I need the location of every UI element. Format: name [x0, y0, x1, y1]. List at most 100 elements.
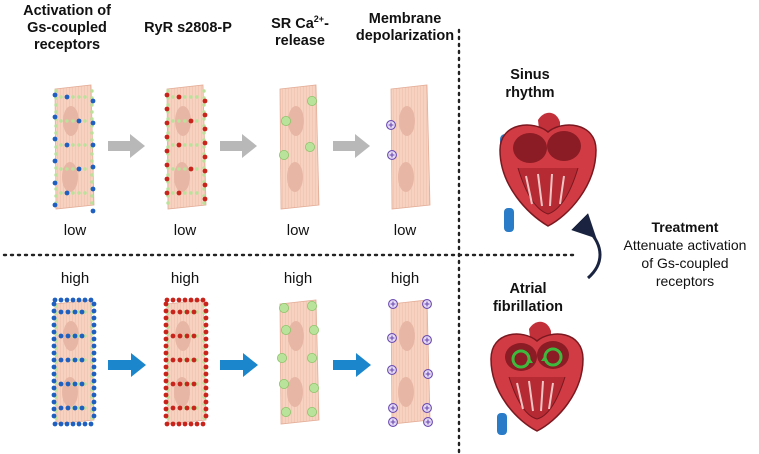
receptor-dot: [58, 381, 64, 387]
receptor-dot: [64, 142, 70, 148]
ryr-dot: [177, 381, 183, 387]
receptor-dot: [72, 405, 78, 411]
bead: [77, 143, 81, 147]
receptor-dot: [91, 315, 97, 321]
receptor-dot: [91, 406, 97, 412]
ryr-dot: [176, 94, 182, 100]
ryr-dot: [203, 371, 209, 377]
bead: [71, 143, 75, 147]
receptor-dot: [51, 301, 57, 307]
nucleus: [398, 377, 414, 407]
heart-sinus: [499, 112, 597, 232]
bead: [90, 117, 94, 121]
sinus-rhythm-label: Sinus rhythm: [505, 67, 555, 101]
ryr-dot: [202, 182, 208, 188]
sr-calcium-prefix: SR Ca: [271, 15, 314, 32]
plus-sign: [390, 301, 396, 307]
nucleus: [287, 377, 303, 407]
receptor-dot: [51, 336, 57, 342]
bead: [90, 194, 94, 198]
bead: [71, 95, 75, 99]
bead: [202, 159, 206, 163]
receptor-dot: [88, 297, 94, 303]
bead: [71, 119, 75, 123]
receptor-dot: [51, 343, 57, 349]
receptor-dot: [91, 322, 97, 328]
receptor-dot: [76, 421, 82, 427]
receptor-dot: [65, 309, 71, 315]
receptor-dot: [51, 350, 57, 356]
blue-arrows: [108, 353, 371, 377]
ryr-dot: [170, 297, 176, 303]
receptor-dot: [52, 114, 58, 120]
receptor-dot: [76, 118, 82, 124]
ryr-dot: [203, 322, 209, 328]
receptor-dot: [72, 381, 78, 387]
receptor-dot: [91, 364, 97, 370]
bead: [54, 166, 58, 170]
bead: [183, 119, 187, 123]
sr-calcium-superscript: 2+: [313, 14, 325, 24]
receptor-dot: [91, 336, 97, 342]
receptor-dot: [90, 142, 96, 148]
ryr-dot: [203, 392, 209, 398]
column-header-sr-calcium-release: SR Ca2+- release: [255, 11, 345, 50]
heart-atrial-fibrillation: [490, 321, 584, 435]
receptor-dot: [65, 333, 71, 339]
ryr-dot: [163, 406, 169, 412]
ryr-dot: [163, 357, 169, 363]
receptor-dot: [79, 381, 85, 387]
calcium-spark: [278, 149, 289, 160]
ryr-dot: [177, 333, 183, 339]
receptor-dot: [58, 333, 64, 339]
bead: [90, 131, 94, 135]
bead: [59, 95, 63, 99]
receptor-dot: [51, 357, 57, 363]
level-label-top-2: low: [173, 222, 197, 239]
bead: [59, 119, 63, 123]
ryr-dot: [202, 98, 208, 104]
ryr-dot: [203, 308, 209, 314]
bead: [202, 131, 206, 135]
bead: [77, 191, 81, 195]
blue-arrow-3: [333, 353, 371, 377]
ryr-dot: [163, 322, 169, 328]
receptor-dot: [51, 399, 57, 405]
bead: [54, 194, 58, 198]
nucleus: [175, 321, 191, 351]
cell-bottom-2: [163, 297, 209, 427]
bead: [90, 180, 94, 184]
bead: [202, 187, 206, 191]
bead: [171, 143, 175, 147]
bead: [183, 167, 187, 171]
bead: [202, 173, 206, 177]
nucleus: [287, 162, 303, 192]
ryr-dot: [184, 309, 190, 315]
receptor-dot: [82, 297, 88, 303]
ryr-dot: [202, 196, 208, 202]
plus-sign: [388, 122, 394, 128]
receptor-dot: [79, 357, 85, 363]
bead: [189, 143, 193, 147]
receptor-dot: [91, 413, 97, 419]
ryr-dot: [191, 333, 197, 339]
ryr-dot: [164, 176, 170, 182]
ryr-dot: [203, 406, 209, 412]
gray-arrow-1: [108, 134, 145, 158]
receptor-dot: [64, 94, 70, 100]
receptor-dot: [88, 421, 94, 427]
ryr-dot: [163, 315, 169, 321]
level-label-bottom-2: high: [170, 270, 200, 287]
receptor-dot: [91, 385, 97, 391]
nucleus: [288, 321, 304, 351]
receptor-dot: [91, 399, 97, 405]
bead: [59, 167, 63, 171]
ryr-dot: [163, 413, 169, 419]
ryr-dot: [163, 399, 169, 405]
bead: [83, 119, 87, 123]
nucleus: [399, 106, 415, 136]
ryr-dot: [163, 336, 169, 342]
ryr-dot: [184, 333, 190, 339]
ryr-dot: [191, 357, 197, 363]
